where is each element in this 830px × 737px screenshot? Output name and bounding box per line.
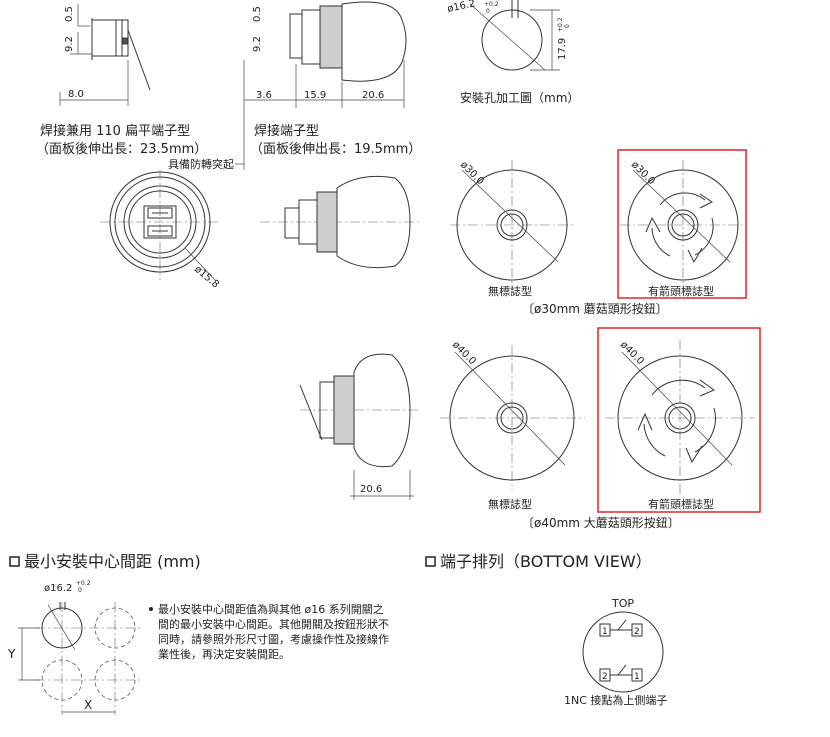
highlight-40 <box>597 327 761 513</box>
spacing-diameter: ø16.2 <box>44 583 72 594</box>
terminal-layout-diagram: TOP 1 2 2 1 1NC 接點為上側端子 <box>564 597 667 707</box>
hole-height-tolerance-upper: +0.2 <box>557 17 564 32</box>
dia40-no-mark: ø40.0 <box>450 339 478 367</box>
solder-title-line-1: 焊接端子型 <box>254 123 319 139</box>
front-30-no-mark: ø30.0 無標誌型 <box>450 159 575 298</box>
dim-flat-0-5: 0.5 <box>64 6 75 22</box>
note-line-3: 同時，請參照外形尺寸圖，考慮操作性及接線作 <box>158 632 389 646</box>
pin-1-top: 1 <box>602 627 608 637</box>
terminal-view: ø15.8 <box>100 170 221 291</box>
section-bullet-spacing <box>9 556 20 567</box>
note-line-2: 間的最小安裝中心間距。其他開關及按鈕形狀不 <box>158 617 389 631</box>
pin-2-bottom: 2 <box>602 672 608 682</box>
pin-2-top: 2 <box>634 627 640 637</box>
hole-tolerance-lower: 0 <box>486 8 490 15</box>
flat-title-line-1: 焊接兼用 110 扁平端子型 <box>40 123 190 139</box>
spacing-diagram: ø16.2 +0.2 0 Y X <box>7 580 140 715</box>
hole-diameter: ø16.2 <box>446 0 476 15</box>
pin-1-bottom: 1 <box>634 672 640 682</box>
dia30-no-mark: ø30.0 <box>458 159 486 187</box>
flat-title-line-2: （面板後伸出長：23.5mm） <box>36 142 207 157</box>
flat-terminal-side-view: 0.5 9.2 8.0 <box>59 4 151 106</box>
arrow-mark-label-30: 有箭頭標誌型 <box>648 284 714 298</box>
side-view-30 <box>260 175 420 269</box>
axis-x-label: X <box>84 698 92 712</box>
no-mark-label-40: 無標誌型 <box>488 497 532 511</box>
front-40-arrow-mark: ø40.0 有箭頭標誌型 <box>597 327 761 513</box>
dim-flat-8-0: 8.0 <box>68 89 84 100</box>
section-bullet-terminal <box>425 556 436 567</box>
hole-title: 安裝孔加工圖（mm） <box>460 90 579 105</box>
dim-solder-20-6: 20.6 <box>362 90 384 101</box>
solder-terminal-side-view: 0.5 9.2 3.6 15.9 20.6 <box>243 1 407 170</box>
dim-flat-9-2: 9.2 <box>64 36 75 52</box>
side-view-40: 20.6 <box>299 353 420 500</box>
terminal-note: 1NC 接點為上側端子 <box>564 693 667 707</box>
caption-40mm: 〔ø40mm 大蘑菇頭形按鈕〕 <box>522 516 680 530</box>
note-line-1: 最小安裝中心間距值為與其他 ø16 系列開關之 <box>158 602 384 616</box>
hole-tolerance-upper: +0.2 <box>484 1 499 8</box>
dia30-arrow-mark: ø30.0 <box>629 159 657 187</box>
axis-y-label: Y <box>7 647 16 661</box>
hole-height-tolerance-lower: 0 <box>564 24 571 28</box>
dim-solder-0-5: 0.5 <box>252 6 263 22</box>
hole-height: 17.9 <box>557 38 568 60</box>
spacing-tolerance-upper: +0.2 <box>76 580 91 587</box>
spacing-note: 最小安裝中心間距值為與其他 ø16 系列開關之 間的最小安裝中心間距。其他開關及… <box>149 602 389 661</box>
spacing-tolerance-lower: 0 <box>78 587 82 594</box>
dim-40-length: 20.6 <box>360 484 382 495</box>
arrow-mark-label-40: 有箭頭標誌型 <box>648 497 714 511</box>
front-30-arrow-mark: ø30.0 有箭頭標誌型 <box>617 149 747 299</box>
note-line-4: 業性後，再決定安裝間距。 <box>158 647 290 661</box>
front-40-no-mark: ø40.0 無標誌型 <box>440 339 585 511</box>
caption-30mm: 〔ø30mm 蘑菇頭形按鈕〕 <box>522 302 668 316</box>
anti-rotation-label: 具備防轉突起 <box>168 157 234 171</box>
mounting-hole-drawing: ø16.2 +0.2 0 17.9 +0.2 0 安裝孔加工圖（mm） <box>446 0 579 105</box>
dim-solder-9-2: 9.2 <box>252 36 263 52</box>
terminal-layout-title: 端子排列（BOTTOM VIEW） <box>440 552 652 571</box>
min-spacing-title: 最小安裝中心間距 (mm) <box>24 552 201 571</box>
dim-solder-3-6: 3.6 <box>256 90 272 101</box>
highlight-30 <box>617 149 747 299</box>
solder-title-line-2: （面板後伸出長：19.5mm） <box>250 142 421 157</box>
dia40-arrow-mark: ø40.0 <box>618 339 646 367</box>
dim-solder-15-9: 15.9 <box>304 90 326 101</box>
terminal-diameter: ø15.8 <box>192 264 221 291</box>
no-mark-label-30: 無標誌型 <box>488 284 532 298</box>
top-label: TOP <box>611 597 634 610</box>
